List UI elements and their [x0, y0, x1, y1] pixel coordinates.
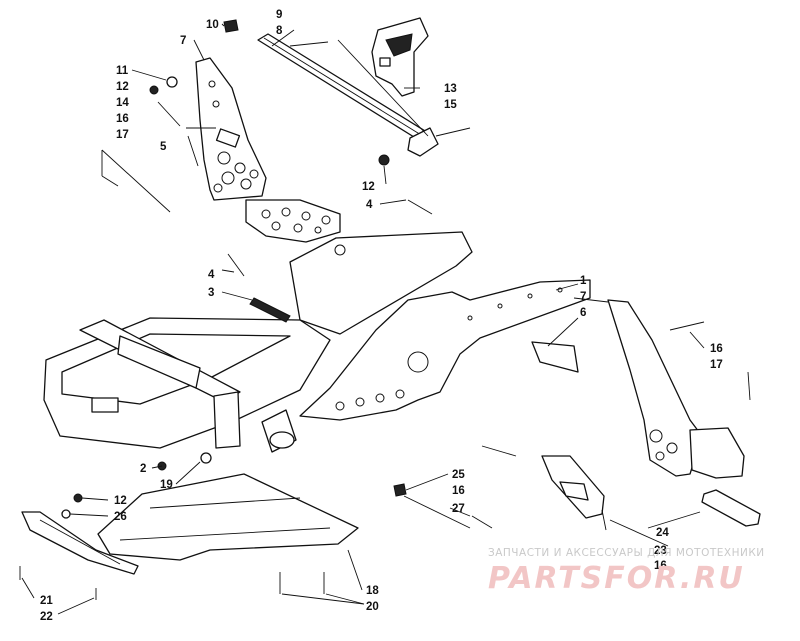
- front-bumper-skid: [21, 511, 139, 575]
- skid-plate: [97, 473, 359, 561]
- callout-5: 5: [160, 141, 167, 153]
- callout-8: 8: [276, 25, 283, 37]
- watermark: ЗАПЧАСТИ И АКСЕССУАРЫ ДЛЯ МОТОТЕХНИКИ PA…: [488, 547, 765, 596]
- callout-23: 23: [654, 545, 667, 557]
- watermark-logo: PARTSFOR.RU: [488, 561, 745, 596]
- steering-support-bracket: [195, 57, 267, 201]
- callout-10: 10: [206, 19, 219, 31]
- callout-22: 22: [40, 611, 53, 623]
- callout-3: 3: [208, 287, 214, 299]
- top-fasteners: [149, 19, 471, 167]
- footrest-plate: [245, 199, 341, 243]
- callout-16: 16: [452, 485, 465, 497]
- callout-21: 21: [40, 595, 53, 607]
- callout-20: 20: [366, 601, 379, 613]
- callout-1: 1: [580, 275, 587, 287]
- callout-18: 18: [366, 585, 379, 597]
- bottom-fasteners: [19, 483, 407, 600]
- callout-24: 24: [656, 527, 669, 539]
- left-side-frame-panel: [289, 231, 473, 335]
- callout-6: 6: [580, 307, 586, 319]
- cross-shaft: [261, 409, 297, 453]
- callout-11: 11: [116, 65, 129, 77]
- callout-16: 16: [710, 343, 723, 355]
- callout-15: 15: [444, 99, 457, 111]
- callout-16: 16: [654, 560, 667, 572]
- callout-labels: 10 9 8 7 11 12 14 16 17 5 13 15 12 4 4 3…: [40, 9, 723, 623]
- callout-12: 12: [114, 495, 127, 507]
- callout-9: 9: [276, 9, 282, 21]
- callout-13: 13: [444, 83, 457, 95]
- callout-12: 12: [362, 181, 375, 193]
- callout-2: 2: [140, 463, 146, 475]
- watermark-tagline: ЗАПЧАСТИ И АКСЕССУАРЫ ДЛЯ МОТОТЕХНИКИ: [488, 547, 765, 559]
- steering-post-tube: [257, 33, 439, 157]
- callout-16: 16: [116, 113, 129, 125]
- support-bracket-6: [531, 341, 579, 373]
- leader-lines: [21, 23, 705, 615]
- callout-7: 7: [180, 35, 186, 47]
- brace-24: [701, 489, 761, 527]
- callout-17: 17: [116, 129, 129, 141]
- right-side-frame-panel: [299, 279, 591, 421]
- callout-19: 19: [160, 479, 173, 491]
- callout-26: 26: [114, 511, 127, 523]
- callout-27: 27: [452, 503, 465, 515]
- handlebar-mount-plate: [371, 17, 429, 97]
- callout-17: 17: [710, 359, 723, 371]
- callout-4: 4: [208, 269, 215, 281]
- front-bulkhead: [43, 317, 331, 449]
- callout-7: 7: [580, 291, 586, 303]
- callout-25: 25: [452, 469, 465, 481]
- callout-4: 4: [366, 199, 373, 211]
- right-steering-bracket: [607, 299, 745, 479]
- lower-bracket-23: [541, 455, 605, 519]
- right-fasteners: [471, 321, 751, 531]
- callout-12: 12: [116, 81, 129, 93]
- callout-14: 14: [116, 97, 129, 109]
